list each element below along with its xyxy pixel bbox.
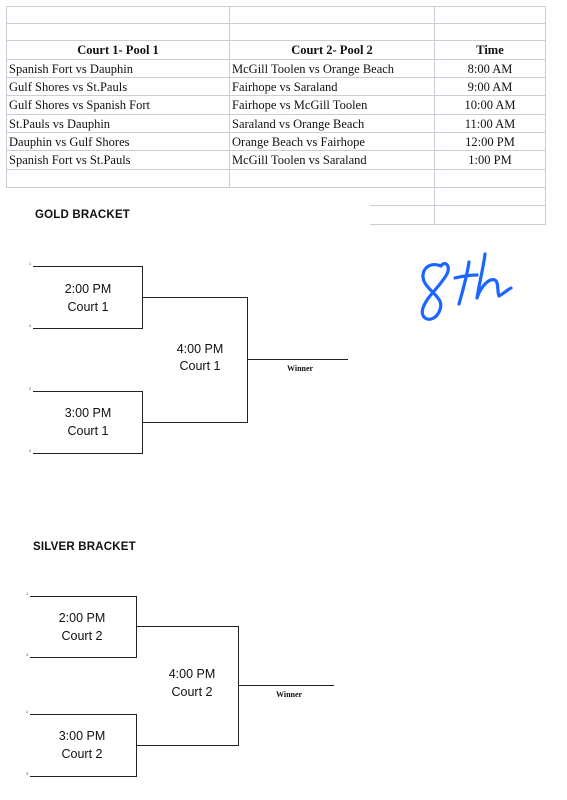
handwriting-text: 8th — [405, 248, 407, 249]
winner-line — [248, 359, 348, 360]
header-pool-2: Court 2- Pool 2 — [291, 43, 373, 57]
final-time: 4:00 PM — [168, 667, 216, 681]
gold-bracket-title: GOLD BRACKET — [35, 209, 131, 221]
silver-bracket-title: SILVER BRACKET — [33, 541, 136, 553]
seed-number: 4 — [29, 323, 32, 328]
table-cell: Saraland vs Orange Beach — [232, 117, 365, 131]
final-court: Court 2 — [171, 685, 213, 699]
match-2-court: Court 1 — [67, 424, 109, 438]
bracket-line — [30, 657, 137, 658]
seed-number: 3 — [29, 448, 32, 453]
bracket-line — [30, 714, 137, 715]
match-1-time: 2:00 PM — [64, 282, 112, 296]
header-pool-1: Court 1- Pool 1 — [77, 43, 159, 57]
table-cell: 11:00 AM — [464, 117, 516, 131]
grid-line — [6, 23, 546, 24]
schedule-table: Court 1- Pool 1 Court 2- Pool 2 Time Spa… — [0, 0, 567, 230]
seed-number: 2 — [29, 386, 32, 391]
match-1-time: 2:00 PM — [58, 611, 106, 625]
final-court: Court 1 — [179, 359, 221, 373]
table-cell: 1:00 PM — [468, 153, 512, 167]
bracket-line — [137, 626, 239, 627]
grid-line — [370, 224, 546, 225]
table-cell: 12:00 PM — [465, 135, 515, 149]
table-cell: St.Pauls vs Dauphin — [9, 117, 111, 131]
table-cell: Spanish Fort vs Dauphin — [9, 62, 133, 76]
seed-number: 1 — [26, 591, 29, 596]
grid-line — [6, 6, 7, 187]
table-cell: McGill Toolen vs Orange Beach — [232, 62, 395, 76]
table-cell: Fairhope vs Saraland — [232, 80, 338, 94]
bracket-line — [142, 391, 143, 454]
match-1-court: Court 1 — [67, 300, 109, 314]
grid-line — [6, 187, 546, 188]
bracket-line — [238, 626, 239, 746]
grid-line — [6, 150, 546, 151]
winner-label: Winner — [287, 364, 314, 373]
seed-number: 3 — [26, 771, 29, 776]
handwritten-8th: 8th — [405, 248, 513, 321]
header-time: Time — [476, 43, 504, 57]
bracket-line — [136, 596, 137, 658]
bracket-line — [33, 266, 143, 267]
seed-number: 4 — [26, 652, 29, 657]
grid-line — [6, 169, 546, 170]
seed-number: 2 — [26, 709, 29, 714]
table-cell: McGill Toolen vs Saraland — [232, 153, 367, 167]
bracket-line — [137, 745, 239, 746]
bracket-line — [247, 297, 248, 423]
bracket-line — [143, 422, 248, 423]
table-cell: 9:00 AM — [467, 80, 513, 94]
grid-line — [545, 6, 546, 224]
grid-line — [6, 59, 546, 60]
match-2-time: 3:00 PM — [58, 729, 106, 743]
final-time: 4:00 PM — [176, 342, 224, 356]
grid-line — [229, 6, 230, 187]
grid-line — [6, 114, 546, 115]
table-cell: 10:00 AM — [464, 98, 516, 112]
match-2-court: Court 2 — [61, 747, 103, 761]
bracket-line — [142, 266, 143, 329]
match-1-court: Court 2 — [61, 629, 103, 643]
table-cell: Orange Beach vs Fairhope — [232, 135, 365, 149]
bracket-line — [30, 596, 137, 597]
match-2-time: 3:00 PM — [64, 406, 112, 420]
winner-line — [239, 685, 334, 686]
grid-line — [370, 205, 546, 206]
table-cell: Fairhope vs McGill Toolen — [232, 98, 368, 112]
winner-label: Winner — [276, 690, 303, 699]
grid-line — [6, 77, 546, 78]
table-cell: Dauphin vs Gulf Shores — [9, 135, 130, 149]
grid-line — [6, 6, 546, 7]
grid-line — [6, 40, 546, 41]
table-cell: Gulf Shores vs St.Pauls — [9, 80, 128, 94]
bracket-line — [30, 776, 137, 777]
bracket-line — [143, 297, 248, 298]
grid-line — [6, 95, 546, 96]
bracket-line — [33, 391, 143, 392]
grid-line — [434, 6, 435, 224]
bracket-line — [136, 714, 137, 777]
seed-number: 1 — [29, 261, 32, 266]
table-cell: 8:00 AM — [467, 62, 513, 76]
table-cell: Spanish Fort vs St.Pauls — [9, 153, 131, 167]
bracket-line — [33, 328, 143, 329]
grid-line — [6, 132, 546, 133]
table-cell: Gulf Shores vs Spanish Fort — [9, 98, 150, 112]
bracket-line — [33, 453, 143, 454]
